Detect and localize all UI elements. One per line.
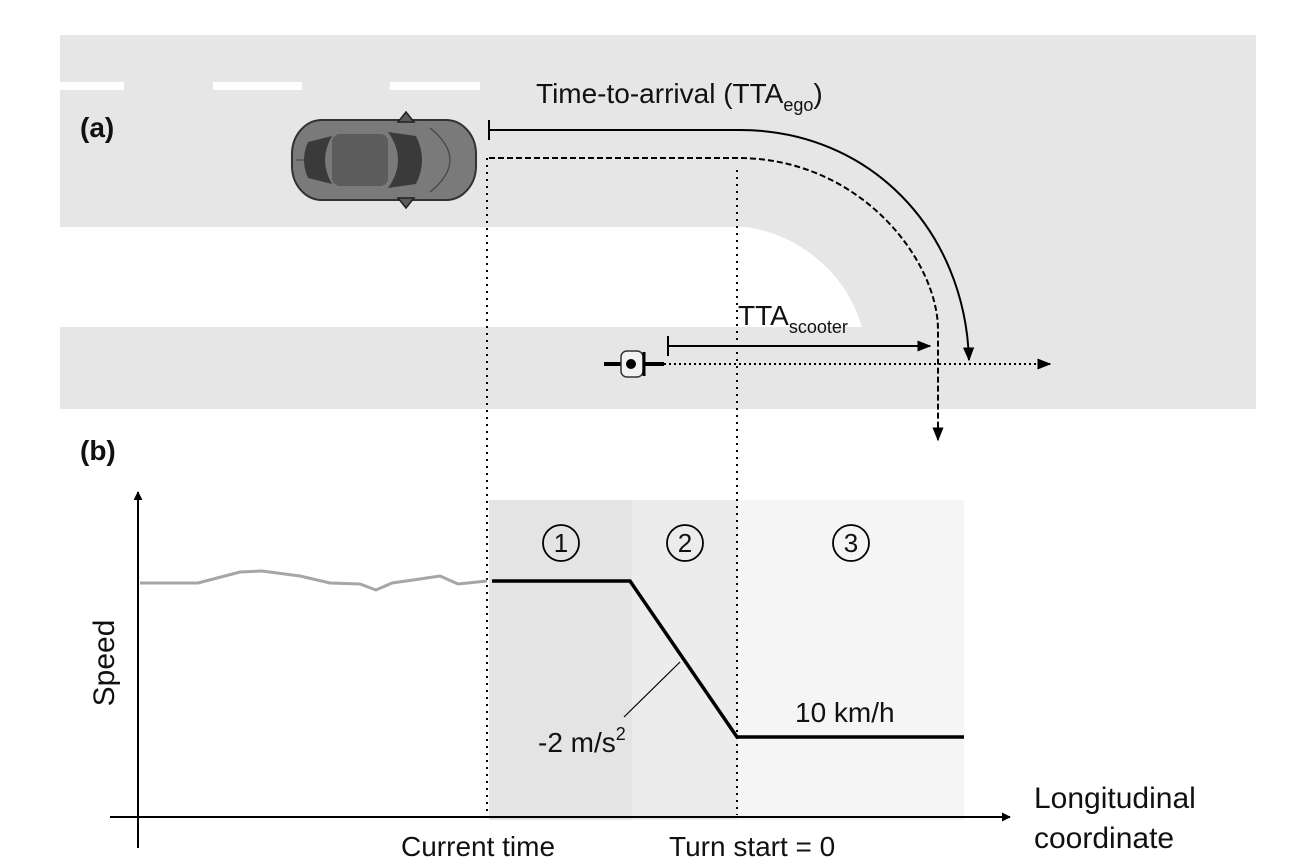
side-road xyxy=(60,327,1256,409)
x-axis-label-line1: Longitudinal xyxy=(1034,782,1196,815)
panel-b-label: (b) xyxy=(80,435,116,466)
phase-3-badge: 3 xyxy=(832,524,870,562)
turn-area xyxy=(738,226,1256,328)
phase-1-badge: 1 xyxy=(542,524,580,562)
y-axis-label: Speed xyxy=(88,620,121,707)
decel-leader-line xyxy=(623,661,681,718)
turn-start-label: Turn start = 0 xyxy=(669,831,835,861)
decel-label: -2 m/s2 xyxy=(538,724,626,758)
tta-ego-label: Time-to-arrival (TTAego) xyxy=(536,78,823,115)
current-time-label: Current time xyxy=(401,831,555,861)
svg-text:1: 1 xyxy=(554,528,568,558)
tta-ego-arrow xyxy=(488,120,975,362)
final-speed-label: 10 km/h xyxy=(795,697,895,728)
svg-text:3: 3 xyxy=(844,528,858,558)
phase-3-region xyxy=(738,500,964,820)
tta-scooter-arrow xyxy=(667,336,932,356)
scooter-icon xyxy=(604,350,664,378)
phase-2-badge: 2 xyxy=(666,524,704,562)
tta-scooter-label: TTAscooter xyxy=(738,300,848,337)
x-axis-label-line2: coordinate xyxy=(1034,822,1174,855)
panel-a-label: (a) xyxy=(80,112,114,143)
svg-text:2: 2 xyxy=(678,528,692,558)
speed-profile xyxy=(492,579,964,739)
ego-trajectory xyxy=(489,157,944,442)
car-icon xyxy=(291,110,477,210)
phase-1-region xyxy=(489,500,632,820)
speed-history-trace xyxy=(140,569,488,592)
road-scene xyxy=(60,35,1256,409)
